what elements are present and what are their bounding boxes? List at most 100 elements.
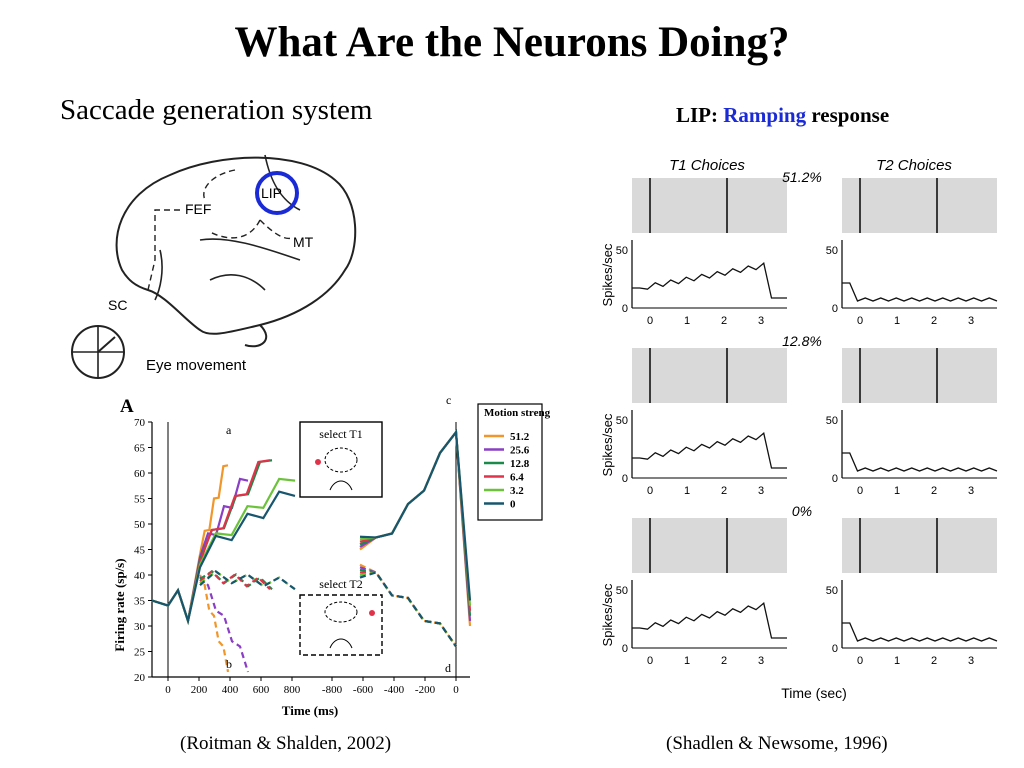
coherence-label: 12.8% [782, 333, 822, 349]
x-tick-label: -200 [415, 684, 436, 696]
y-tick-label: 45 [134, 545, 146, 557]
psth-ytick-50: 50 [826, 415, 838, 427]
marker-b: b [226, 657, 232, 671]
right-heading: LIP: Ramping response [676, 103, 889, 128]
firing-rate-trace [151, 490, 296, 626]
y-tick-label: 30 [134, 621, 146, 633]
firing-rate-trace [199, 569, 271, 591]
psth-xtick-label: 3 [758, 485, 764, 497]
psth-xtick-label: 2 [721, 315, 727, 327]
psth-ytick-50: 50 [616, 415, 628, 427]
legend-item-label: 12.8 [510, 458, 530, 470]
t1-choices-title: T1 Choices [669, 157, 745, 174]
legend-item-label: 0 [510, 499, 516, 511]
firing-rate-trace [198, 574, 230, 673]
sc-label: SC [108, 297, 127, 313]
left-heading: Saccade generation system [60, 94, 373, 126]
psth-trace [632, 432, 787, 469]
time-ms-xlabel: Time (ms) [282, 703, 338, 718]
select-t1-inset [299, 421, 383, 498]
legend-title: Motion strength [484, 407, 550, 419]
x-tick-label: -600 [353, 684, 374, 696]
y-tick-label: 25 [134, 647, 146, 659]
firing-rate-trace [199, 576, 250, 673]
firing-rate-trace [359, 571, 457, 648]
psth-xtick-label: 3 [968, 315, 974, 327]
psth-trace [842, 622, 998, 642]
brain-outline [115, 156, 357, 335]
psth-xtick-label: 1 [684, 315, 690, 327]
spike-raster [842, 178, 997, 233]
psth-xtick-label: 1 [684, 485, 690, 497]
panel-letter: A [120, 396, 134, 417]
psth-xtick-label: 1 [684, 655, 690, 667]
brain-diagram: FEF MT SC LIP Eye movement [71, 154, 357, 379]
x-tick-label: -800 [322, 684, 343, 696]
lip-highlight-circle [255, 171, 299, 215]
time-sec-xlabel: Time (sec) [781, 685, 847, 701]
psth-xtick-label: 0 [857, 315, 863, 327]
x-tick-label: -400 [384, 684, 405, 696]
psth-xtick-label: 0 [857, 655, 863, 667]
y-tick-label: 50 [134, 519, 146, 531]
psth-ytick-0: 0 [832, 473, 838, 485]
psth-xtick-label: 3 [758, 315, 764, 327]
y-tick-label: 35 [134, 596, 146, 608]
right-heading-highlight: Ramping [723, 103, 807, 127]
psth-xtick-label: 3 [758, 655, 764, 667]
psth-xtick-label: 1 [894, 655, 900, 667]
y-tick-label: 65 [134, 443, 146, 455]
x-tick-label: 0 [453, 684, 459, 696]
citation-left: (Roitman & Shalden, 2002) [180, 733, 392, 754]
select-t2-inset [299, 594, 383, 656]
x-tick-label: 200 [191, 684, 208, 696]
psth-ytick-50: 50 [616, 245, 628, 257]
psth-xtick-label: 1 [894, 485, 900, 497]
coherence-label: 0% [792, 503, 812, 519]
spikes-per-sec-ylabel: Spikes/sec [600, 243, 615, 306]
firing-rate-trace [359, 429, 472, 601]
psth-ytick-50: 50 [826, 585, 838, 597]
psth-xtick-label: 3 [968, 655, 974, 667]
psth-ytick-0: 0 [832, 303, 838, 315]
psth-xtick-label: 2 [931, 485, 937, 497]
right-heading-suffix: response [811, 103, 890, 127]
psth-xtick-label: 0 [647, 485, 653, 497]
psth-trace [842, 452, 998, 472]
coherence-label: 51.2% [782, 169, 822, 185]
spikes-per-sec-ylabel: Spikes/sec [600, 413, 615, 476]
legend-item-label: 3.2 [510, 485, 524, 497]
spike-raster [632, 518, 787, 573]
psth-xtick-label: 2 [931, 655, 937, 667]
slide-title: What Are the Neurons Doing? [234, 19, 790, 66]
psth-xtick-label: 2 [931, 315, 937, 327]
spikes-per-sec-ylabel: Spikes/sec [600, 583, 615, 646]
marker-c: c [446, 393, 451, 407]
y-tick-label: 60 [134, 468, 146, 480]
x-tick-label: 400 [222, 684, 239, 696]
lip-label: LIP [261, 185, 282, 201]
psth-xtick-label: 3 [968, 485, 974, 497]
firing-rate-trace [199, 570, 296, 591]
eye-movement-label: Eye movement [146, 357, 247, 374]
x-tick-label: 600 [253, 684, 270, 696]
marker-d: d [445, 661, 451, 675]
psth-trace [842, 282, 998, 302]
psth-trace [632, 602, 787, 639]
y-tick-label: 20 [134, 672, 146, 684]
fef-label: FEF [185, 201, 211, 217]
firing-rate-trace [199, 570, 296, 591]
y-tick-label: 40 [134, 570, 146, 582]
psth-xtick-label: 0 [647, 315, 653, 327]
t2-choices-title: T2 Choices [876, 157, 952, 174]
psth-ytick-50: 50 [616, 585, 628, 597]
marker-a: a [226, 423, 232, 437]
select-t2-label: select T2 [319, 577, 362, 591]
legend-item-label: 51.2 [510, 431, 530, 443]
select-t1-label: select T1 [319, 427, 362, 441]
legend-item-label: 6.4 [510, 472, 524, 484]
firing-rate-ylabel: Firing rate (sp/s) [112, 558, 127, 651]
